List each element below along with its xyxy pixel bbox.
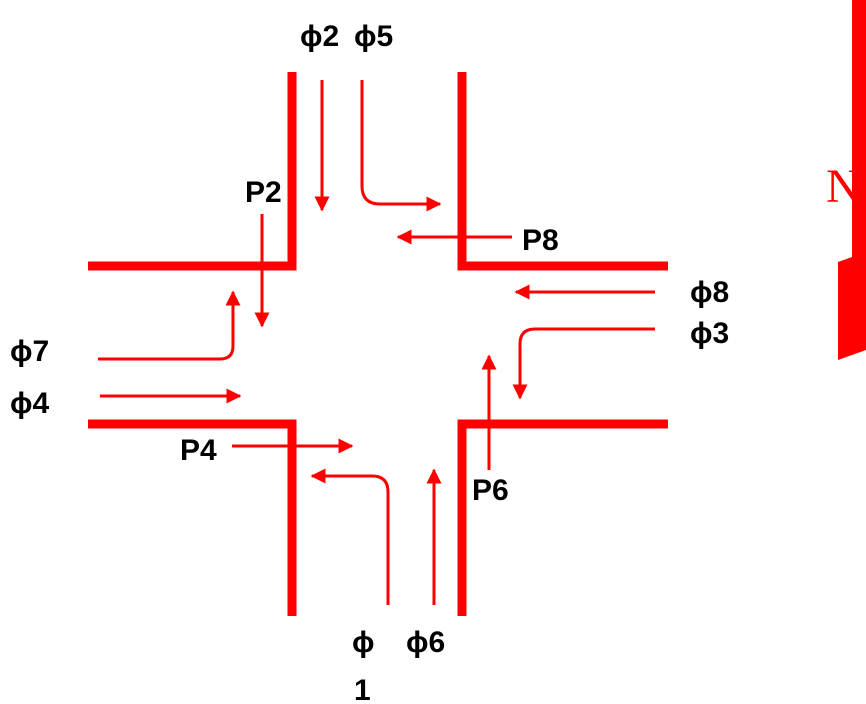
road-edges [88, 72, 668, 616]
phi1-left-turn-arrow [310, 468, 390, 605]
curb-southeast [457, 419, 668, 616]
phi7-left-turn-arrow [98, 290, 241, 361]
label-phi3: ϕ3 [690, 317, 729, 350]
label-phi1-symbol: ϕ [352, 626, 375, 659]
label-phi8: ϕ8 [690, 276, 729, 309]
curb-northwest [88, 72, 297, 271]
label-phi7: ϕ7 [10, 335, 49, 368]
north-arrow-icon: N [826, 0, 866, 360]
label-phi5: ϕ5 [354, 20, 393, 53]
north-letter: N [826, 160, 861, 213]
movement-arrows [98, 80, 655, 605]
curb-northeast [457, 72, 668, 271]
phi3-left-turn-arrow [512, 327, 655, 400]
label-p8: P8 [522, 224, 559, 257]
label-phi4: ϕ4 [10, 387, 49, 420]
label-p6: P6 [472, 474, 509, 507]
curb-southwest [88, 419, 297, 616]
label-phi1-number: 1 [354, 674, 371, 704]
label-phi6: ϕ6 [406, 626, 445, 659]
labels: ϕ2 ϕ5 P2 P8 ϕ8 ϕ3 ϕ7 ϕ4 P4 P6 ϕ 1 ϕ6 [10, 20, 729, 704]
phi5-left-turn-arrow [360, 80, 442, 212]
label-p2: P2 [245, 176, 282, 209]
label-phi2: ϕ2 [300, 20, 339, 53]
label-p4: P4 [180, 434, 217, 467]
